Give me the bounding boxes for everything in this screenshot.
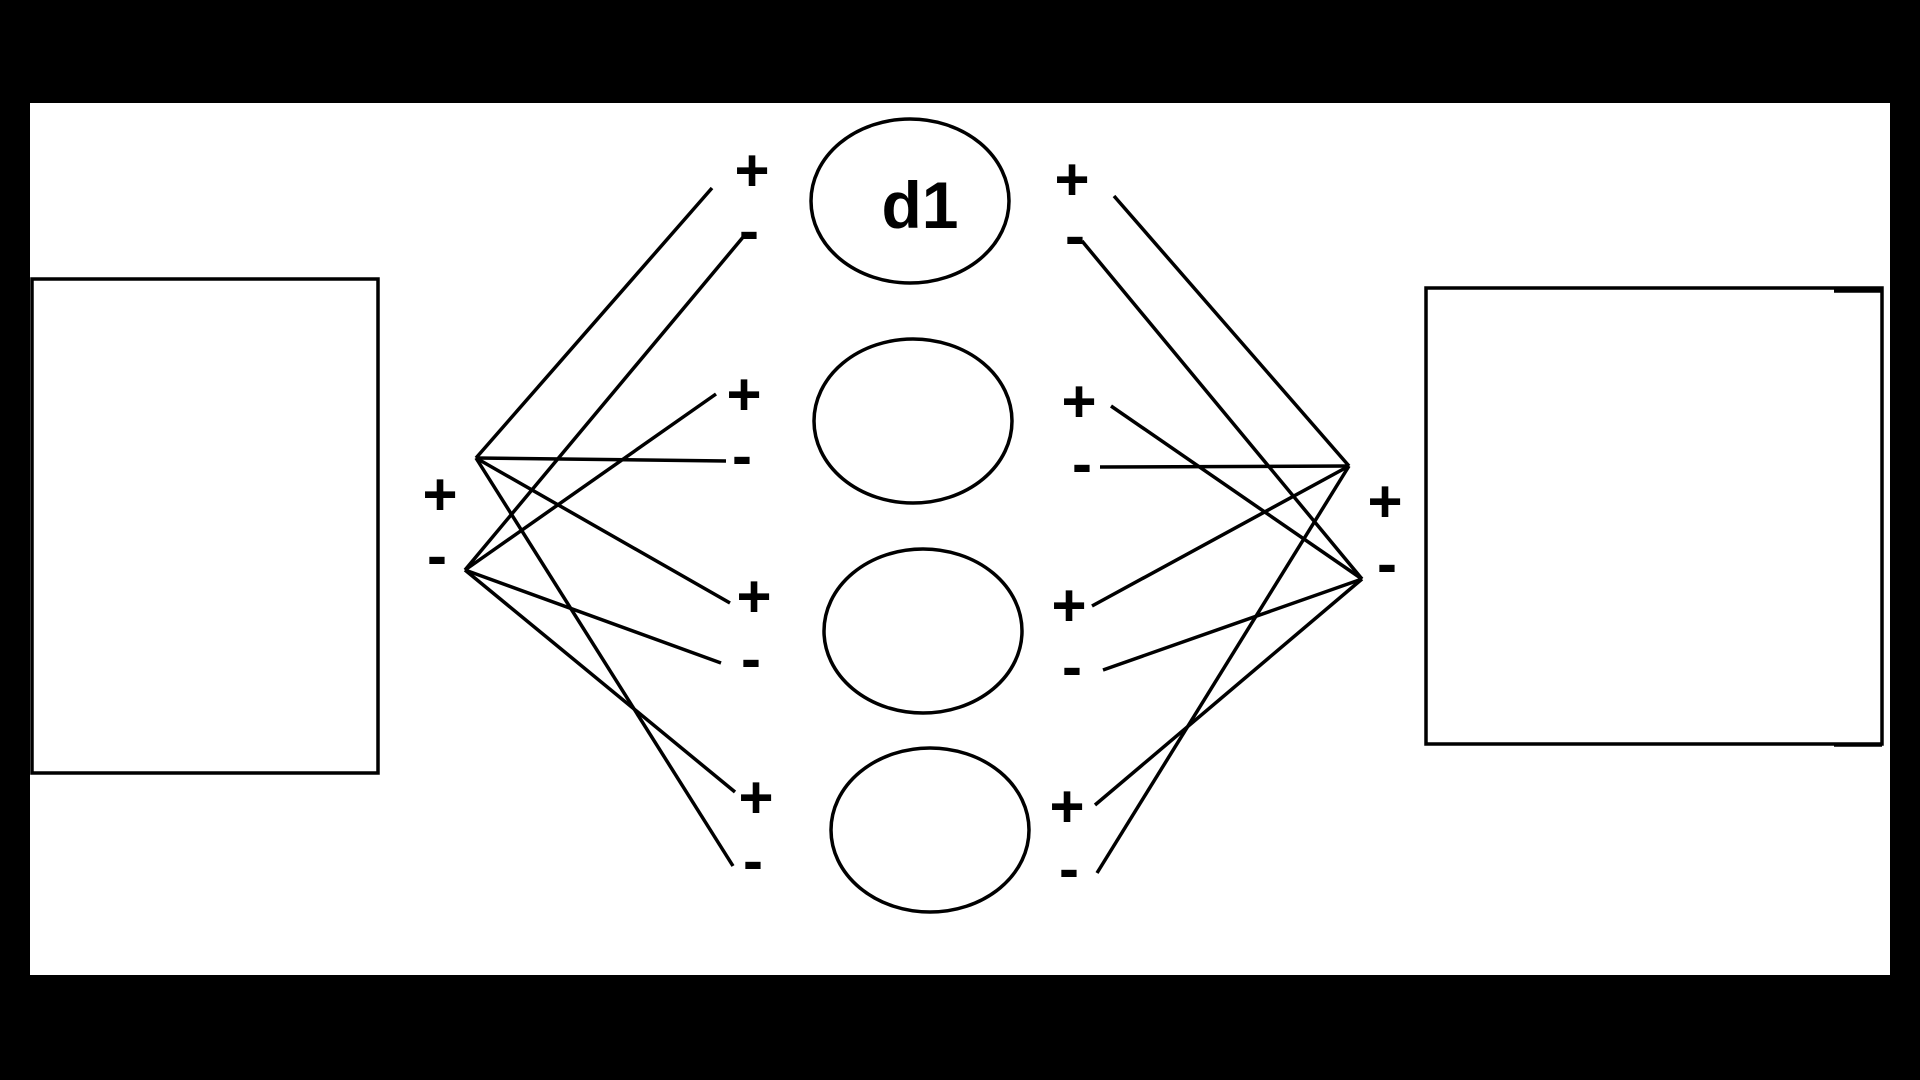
left-block xyxy=(30,277,380,775)
wire xyxy=(463,234,746,572)
node-d1-label: d1 xyxy=(881,168,958,242)
node-2-right-plus-sign: + xyxy=(1061,368,1096,435)
wire xyxy=(1093,577,1364,807)
wire xyxy=(463,392,718,572)
wire xyxy=(1110,404,1363,581)
node-3-right-minus-sign: - xyxy=(1062,633,1082,700)
right-wires xyxy=(1080,194,1364,874)
wire xyxy=(1112,194,1351,468)
left-block-plus-sign: + xyxy=(422,461,457,528)
node-4-left-minus-sign: - xyxy=(743,827,763,894)
node-2 xyxy=(812,337,1014,505)
node-d1-right-minus-sign: - xyxy=(1065,202,1085,269)
node-4 xyxy=(829,746,1031,914)
wire xyxy=(474,186,714,460)
node-4-right-minus-sign: - xyxy=(1059,835,1079,902)
left-wires xyxy=(463,186,746,867)
node-3-left-minus-sign: - xyxy=(741,625,761,692)
left-block-minus-sign: - xyxy=(427,522,447,589)
wire xyxy=(1091,464,1350,608)
wire xyxy=(464,568,722,665)
wire xyxy=(463,568,737,794)
wire xyxy=(474,457,735,867)
node-d1-right-plus-sign: + xyxy=(1054,146,1089,213)
node-d1-left-minus-sign: - xyxy=(739,197,759,264)
node-3 xyxy=(822,547,1024,715)
wire xyxy=(1099,464,1350,469)
node-3-right-plus-sign: + xyxy=(1051,572,1086,639)
node-3-left-plus-sign: + xyxy=(736,563,771,630)
wire xyxy=(1102,577,1363,672)
wire xyxy=(1080,239,1364,581)
wire xyxy=(475,456,731,605)
node-2-left-minus-sign: - xyxy=(732,422,752,489)
right-block xyxy=(1424,286,1884,746)
node-2-right-minus-sign: - xyxy=(1072,430,1092,497)
node-d1-left-plus-sign: + xyxy=(734,137,769,204)
node-2-left-plus-sign: + xyxy=(726,361,761,428)
node-4-right-plus-sign: + xyxy=(1049,773,1084,840)
node-4-left-plus-sign: + xyxy=(738,764,773,831)
wire xyxy=(475,456,727,463)
wire xyxy=(1095,465,1351,874)
node-d1 xyxy=(809,117,1011,285)
right-block-plus-sign: + xyxy=(1367,468,1402,535)
right-block-minus-sign: - xyxy=(1377,530,1397,597)
